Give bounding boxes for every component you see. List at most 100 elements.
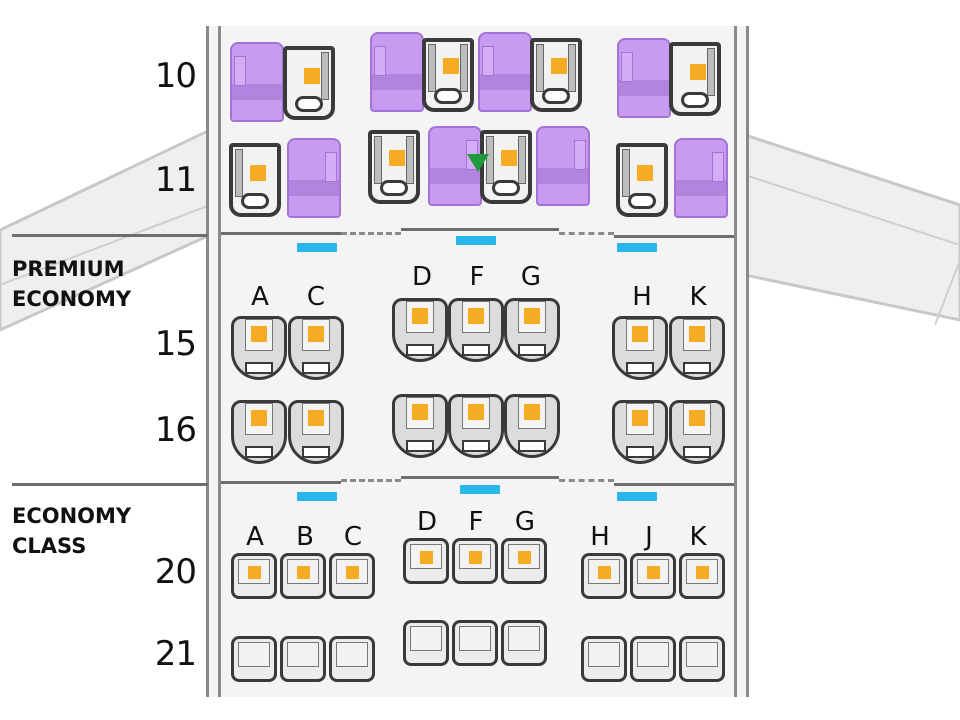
premium-seat-16K[interactable] [669,400,725,464]
column-letter: A [251,282,269,312]
available-seat-indicator [690,64,706,80]
economy-seat-21C[interactable] [329,636,375,682]
available-seat-indicator [689,326,705,342]
economy-seat-20F[interactable] [452,538,498,584]
premium-seat-15C[interactable] [288,316,344,380]
cabin-divider [221,232,341,235]
left-wing [0,128,210,332]
available-seat-indicator [632,326,648,342]
economy-class-label: ECONOMY CLASS [12,501,131,561]
exit-sign [460,485,500,494]
premium-seat-16A[interactable] [231,400,287,464]
economy-seat-21F[interactable] [452,620,498,666]
available-seat-indicator [501,150,517,166]
available-seat-indicator [443,58,459,74]
exit-sign [297,243,337,252]
cabin-divider [614,483,734,486]
selected-seat-marker-icon [467,154,489,172]
premium-seat-15A[interactable] [231,316,287,380]
row-number: 11 [154,160,197,200]
business-seat-pod[interactable] [674,138,728,218]
economy-seat-20B[interactable] [280,553,326,599]
available-seat-indicator [647,566,660,579]
economy-seat-21A[interactable] [231,636,277,682]
economy-seat-20D[interactable] [403,538,449,584]
exit-sign [456,236,496,245]
premium-seat-16G[interactable] [504,394,560,458]
cabin-divider [12,234,208,237]
business-seat-pod[interactable] [536,126,590,206]
economy-seat-20K[interactable] [679,553,725,599]
business-seat[interactable] [422,38,474,112]
available-seat-indicator [469,551,482,564]
available-seat-indicator [637,165,653,181]
right-wing [745,133,960,325]
business-seat-pod[interactable] [287,138,341,218]
economy-seat-21D[interactable] [403,620,449,666]
column-letter: D [416,507,438,537]
available-seat-indicator [468,308,484,324]
column-letter: G [514,507,536,537]
business-seat[interactable] [616,143,668,217]
premium-seat-16H[interactable] [612,400,668,464]
business-seat-pod[interactable] [617,38,671,118]
business-seat[interactable] [283,46,335,120]
cabin-label-line: ECONOMY [12,504,132,528]
cabin-divider [401,476,559,479]
cabin-divider-dashed [341,232,401,235]
economy-seat-21G[interactable] [501,620,547,666]
business-seat[interactable] [229,143,281,217]
economy-seat-21K[interactable] [679,636,725,682]
available-seat-indicator [412,308,428,324]
available-seat-indicator [304,68,320,84]
right-cabin-wall-outer [746,26,749,706]
economy-seat-21B[interactable] [280,636,326,682]
business-seat-pod[interactable] [370,32,424,112]
available-seat-indicator [632,410,648,426]
premium-seat-16C[interactable] [288,400,344,464]
column-letter: G [520,262,542,292]
economy-seat-21H[interactable] [581,636,627,682]
business-seat-pod[interactable] [478,32,532,112]
row-number: 15 [154,324,197,364]
economy-seat-20H[interactable] [581,553,627,599]
premium-seat-15F[interactable] [448,298,504,362]
cabin-label-line: ECONOMY [12,287,132,311]
cabin-divider [401,228,559,231]
premium-seat-15H[interactable] [612,316,668,380]
business-seat-pod[interactable] [230,42,284,122]
cabin-divider-dashed [559,232,614,235]
right-cabin-wall [734,26,737,706]
row-number: 20 [154,552,197,592]
row-number: 10 [154,56,197,96]
cabin-divider-dashed [559,479,614,482]
left-cabin-wall [206,26,209,706]
premium-seat-16D[interactable] [392,394,448,458]
economy-seat-20A[interactable] [231,553,277,599]
cabin-divider [12,483,208,486]
available-seat-indicator [468,404,484,420]
column-letter: C [306,282,326,312]
column-letter: J [645,522,653,552]
column-letter: A [246,522,264,552]
column-letter: D [411,262,433,292]
economy-seat-20C[interactable] [329,553,375,599]
exit-sign [617,243,657,252]
business-seat[interactable] [530,38,582,112]
available-seat-indicator [389,150,405,166]
business-seat[interactable] [368,130,420,204]
economy-seat-20J[interactable] [630,553,676,599]
premium-seat-15D[interactable] [392,298,448,362]
available-seat-indicator [308,326,324,342]
available-seat-indicator [251,410,267,426]
economy-seat-20G[interactable] [501,538,547,584]
premium-seat-15K[interactable] [669,316,725,380]
column-letter: K [689,282,707,312]
business-seat[interactable] [669,42,721,116]
premium-seat-15G[interactable] [504,298,560,362]
cabin-divider [614,235,734,238]
left-cabin-wall-inner [218,26,221,706]
premium-seat-16F[interactable] [448,394,504,458]
economy-seat-21J[interactable] [630,636,676,682]
available-seat-indicator [250,165,266,181]
